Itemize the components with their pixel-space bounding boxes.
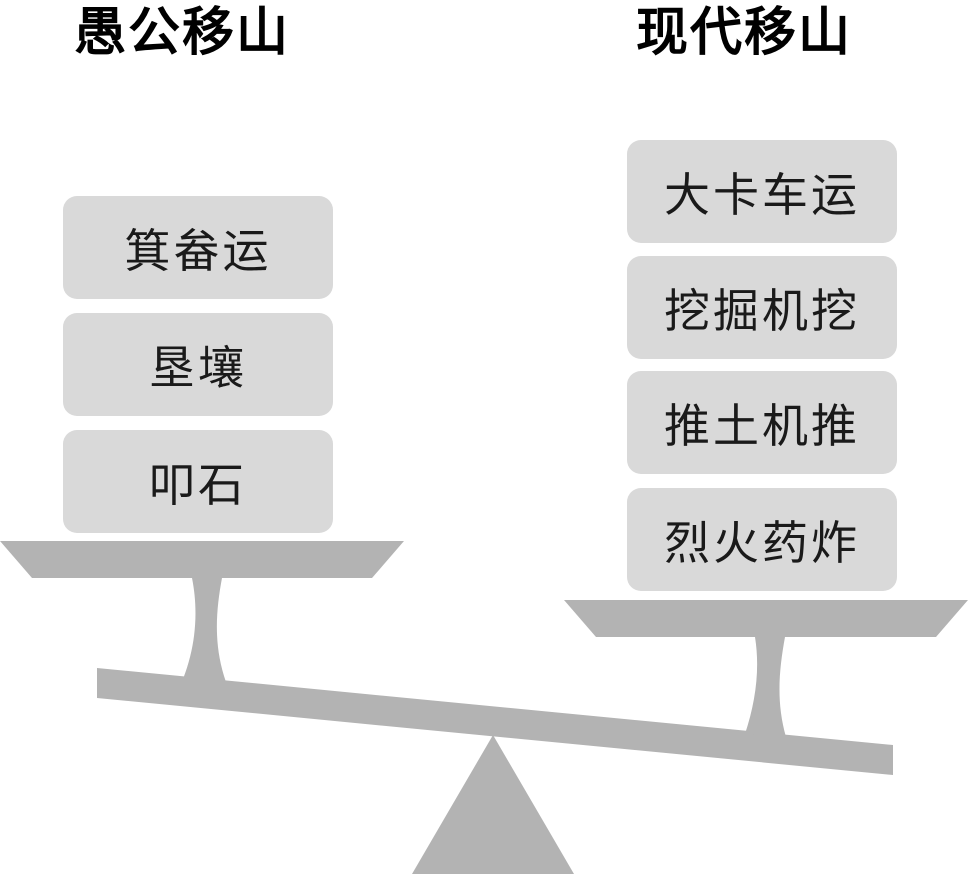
right-method-box: 挖掘机挖	[627, 256, 897, 359]
right-method-box: 大卡车运	[627, 140, 897, 243]
left-method-box: 叩石	[63, 430, 333, 533]
right-method-box: 推土机推	[627, 371, 897, 474]
right-title: 现代移山	[636, 3, 853, 63]
left-method-box: 箕畚运	[63, 196, 333, 299]
right-pan	[564, 600, 968, 637]
right-method-box: 烈火药炸	[627, 488, 897, 591]
left-title: 愚公移山	[74, 3, 291, 63]
left-method-box: 垦壤	[63, 313, 333, 416]
right-pan-stem	[745, 637, 786, 737]
scale-beam	[97, 668, 893, 775]
fulcrum	[412, 735, 574, 874]
left-pan	[0, 541, 404, 578]
left-pan-stem	[183, 578, 226, 682]
